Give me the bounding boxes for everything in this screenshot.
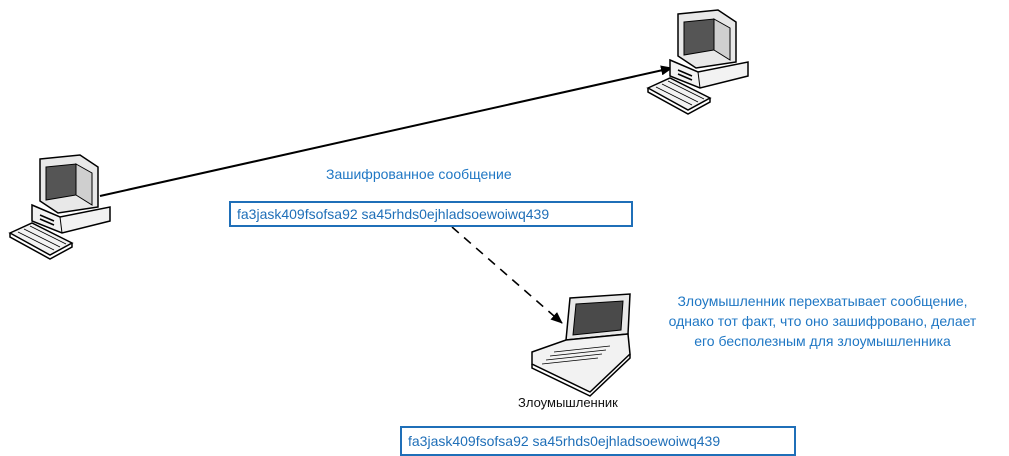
attacker-note-line-2: однако тот факт, что оно зашифровано, де… [668, 313, 977, 329]
attacker-label: Злоумышленник [518, 395, 618, 410]
interception-arrow [451, 226, 563, 324]
encrypted-message-box: fa3jask409fsofsa92 sa45rhds0ejhladsoewoi… [229, 201, 633, 227]
attacker-note: Злоумышленник перехватывает сообщение, о… [636, 291, 1009, 351]
transmission-arrow [99, 65, 673, 197]
desktop-computer-icon [8, 154, 111, 260]
desktop-computer-icon [646, 9, 749, 115]
attacker-note-line-3: его бесполезным для злоумышленника [694, 333, 951, 349]
attacker-note-line-1: Злоумышленник перехватывает сообщение, [677, 293, 968, 309]
intercepted-message-box: fa3jask409fsofsa92 sa45rhds0ejhladsoewoi… [400, 426, 796, 456]
encrypted-message-caption: Зашифрованное сообщение [326, 166, 512, 182]
laptop-icon [531, 293, 631, 397]
